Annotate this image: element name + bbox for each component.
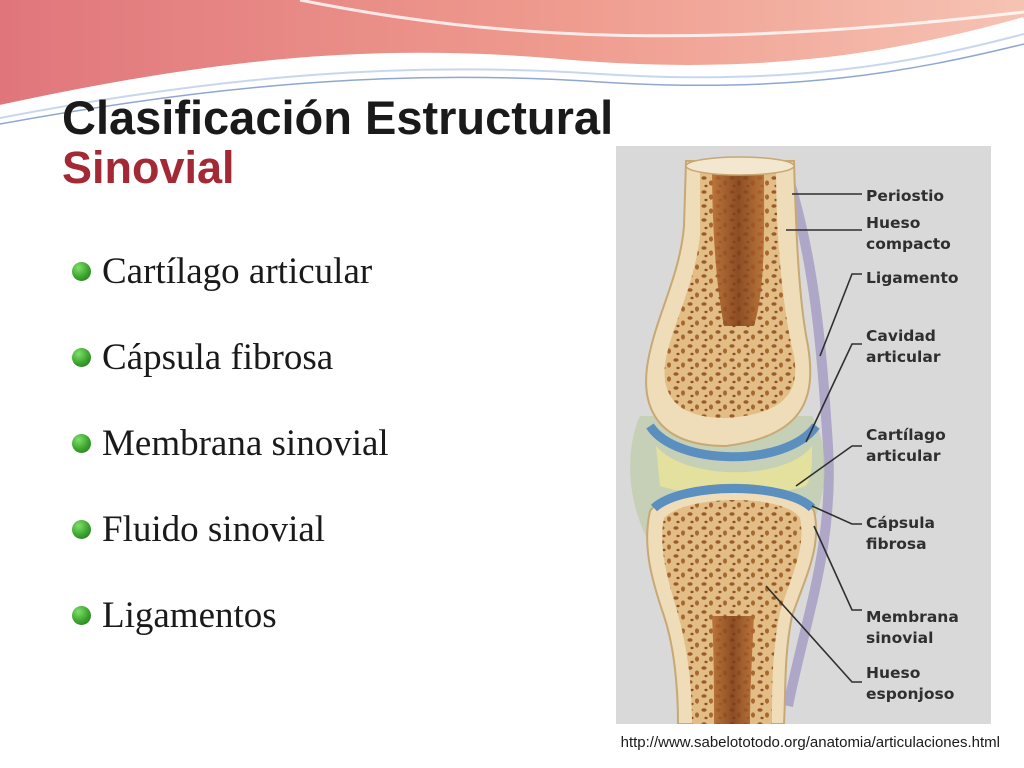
label-membrana-2: sinovial	[866, 629, 933, 647]
bullet-icon	[72, 519, 91, 539]
label-esponjoso-2: esponjoso	[866, 685, 954, 703]
list-item: Fluido sinovial	[72, 486, 389, 572]
bullet-text: Cápsula fibrosa	[102, 336, 334, 378]
bullet-text: Membrana sinovial	[102, 422, 389, 464]
list-item: Cartílago articular	[72, 228, 389, 314]
slide-title-block: Clasificación Estructural Sinovial	[62, 92, 613, 192]
label-capsula-1: Cápsula	[866, 514, 935, 532]
label-hueso-compacto-2: compacto	[866, 235, 951, 253]
slide-subtitle: Sinovial	[62, 142, 235, 193]
synovial-joint-diagram: Periostio Hueso compacto Ligamento Cavid…	[616, 146, 991, 724]
bullet-icon	[72, 605, 91, 625]
header-wave-decoration	[0, 0, 1024, 125]
bullet-text: Ligamentos	[102, 594, 277, 636]
list-item: Membrana sinovial	[72, 400, 389, 486]
ligament-shape	[783, 174, 834, 707]
lower-cartilage-shape	[650, 484, 816, 512]
label-esponjoso-1: Hueso	[866, 664, 920, 682]
bullet-text: Fluido sinovial	[102, 508, 326, 550]
bullet-icon	[72, 433, 91, 453]
list-item: Ligamentos	[72, 572, 389, 658]
label-cartilago-2: articular	[866, 447, 941, 465]
lower-spongy-bone	[662, 500, 802, 724]
list-item: Cápsula fibrosa	[72, 314, 389, 400]
bullet-icon	[72, 261, 91, 281]
joint-cavity-shape	[656, 446, 812, 495]
label-cavidad-1: Cavidad	[866, 327, 936, 345]
label-membrana-1: Membrana	[866, 608, 959, 626]
label-hueso-compacto-1: Hueso	[866, 214, 920, 232]
label-cavidad-2: articular	[866, 348, 941, 366]
label-cartilago-1: Cartílago	[866, 426, 946, 444]
label-ligamento: Ligamento	[866, 269, 959, 287]
label-capsula-2: fibrosa	[866, 535, 927, 553]
upper-cartilage-shape	[646, 423, 820, 462]
slide-title: Clasificación Estructural	[62, 91, 614, 144]
bullet-text: Cartílago articular	[102, 250, 373, 292]
label-leader-lines	[765, 193, 862, 683]
bullet-icon	[72, 347, 91, 367]
bullet-list: Cartílago articular Cápsula fibrosa Memb…	[72, 228, 389, 658]
upper-marrow-cavity	[712, 164, 765, 326]
bone-section-top	[685, 156, 795, 176]
lower-marrow-cavity	[712, 616, 754, 724]
source-link[interactable]: http://www.sabelototodo.org/anatomia/art…	[620, 734, 1000, 751]
label-periostio: Periostio	[866, 187, 944, 205]
